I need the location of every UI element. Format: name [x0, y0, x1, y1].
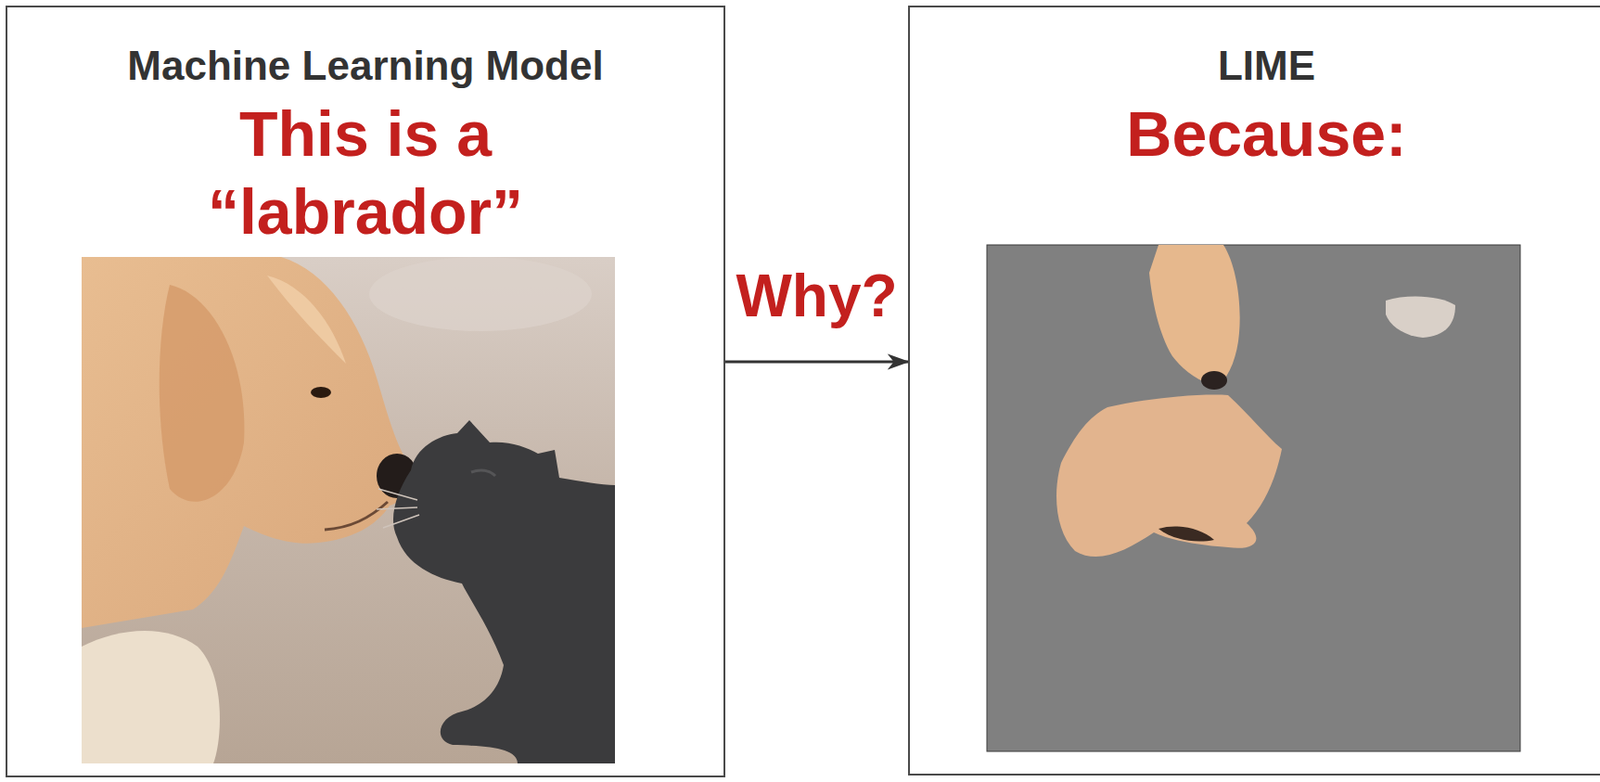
cat-eye: [471, 470, 496, 476]
panel-heading: Machine Learning Model: [7, 42, 724, 90]
superpixel-muzzle: [1056, 395, 1282, 558]
superpixel-mouth: [1158, 525, 1215, 541]
cat-whiskers: [376, 488, 420, 528]
superpixel-nose: [1201, 371, 1228, 390]
dog-eye: [310, 386, 332, 398]
edge-label: Why?: [731, 262, 901, 330]
lime-explanation-image: [986, 244, 1521, 752]
superpixel-background: [1385, 295, 1456, 338]
dog-head: [81, 256, 412, 628]
photo-background: [81, 256, 615, 764]
dog-leg: [81, 630, 220, 764]
panel-box: Machine Learning ModelThis is a “labrado…: [5, 5, 726, 778]
panel-statement: Because:: [1049, 94, 1485, 173]
dog-highlight: [267, 275, 346, 364]
panel-box: LIMEBecause:: [908, 5, 1600, 776]
dog-mouth: [324, 501, 388, 530]
dog-cat-photo: [81, 256, 615, 764]
masked-background: [986, 244, 1521, 752]
arrow-connector: [725, 360, 909, 364]
dog-ear: [159, 284, 245, 502]
superpixel-forehead: [1149, 244, 1241, 386]
panel-heading: LIME: [909, 42, 1600, 90]
cat: [393, 420, 615, 764]
background-blur: [369, 256, 592, 332]
panel-statement: This is a “labrador”: [147, 94, 584, 251]
